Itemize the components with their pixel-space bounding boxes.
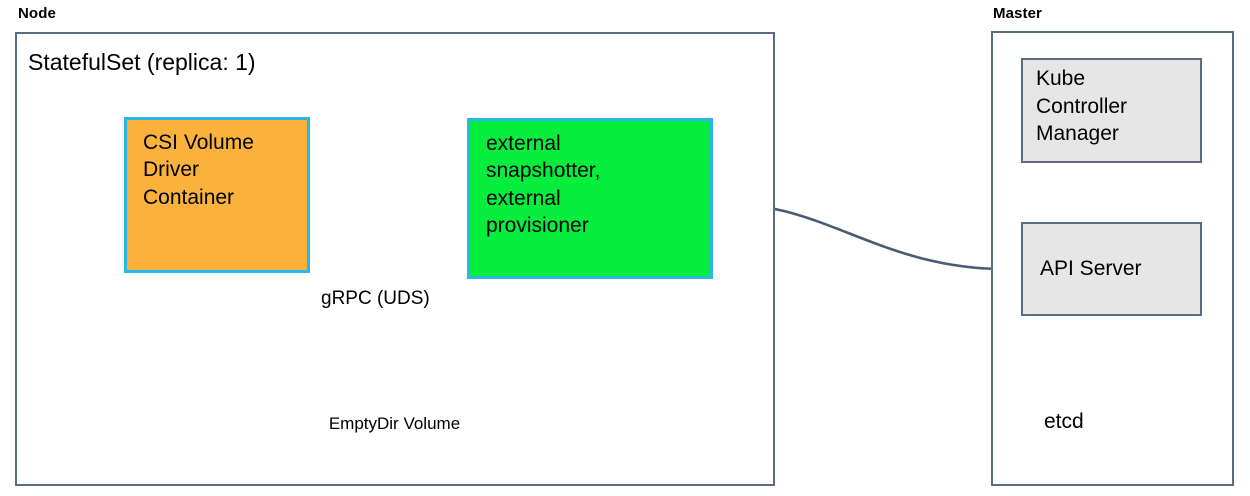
- external-sidecars-line-3: external: [486, 186, 561, 210]
- kube-controller-manager-box[interactable]: Kube Controller Manager: [1021, 58, 1202, 163]
- csi-volume-driver-container-box[interactable]: CSI Volume Driver Container: [124, 117, 310, 273]
- statefulset-title: StatefulSet (replica: 1): [28, 49, 256, 75]
- etcd-label: etcd: [1044, 410, 1084, 433]
- master-group-label: Master: [993, 5, 1042, 22]
- kcm-line-1: Kube: [1036, 67, 1086, 90]
- etcd-cylinder[interactable]: etcd: [1018, 370, 1175, 453]
- csi-driver-line-3: Container: [143, 185, 235, 209]
- kcm-line-3: Manager: [1036, 122, 1119, 146]
- emptydir-volume-label: EmptyDir Volume: [328, 414, 461, 433]
- kcm-line-2: Controller: [1036, 94, 1128, 118]
- external-sidecars-line-4: provisioner: [486, 213, 589, 237]
- node-group-label: Node: [18, 5, 56, 22]
- emptydir-volume-cylinder[interactable]: EmptyDir Volume: [273, 370, 516, 453]
- external-sidecars-line-2: snapshotter,: [486, 159, 601, 183]
- csi-driver-line-2: Driver: [143, 158, 199, 182]
- api-server-label: API Server: [1040, 257, 1142, 281]
- csi-driver-line-1: CSI Volume: [143, 131, 254, 154]
- external-sidecars-line-1: external: [486, 132, 561, 155]
- grpc-uds-edge-label: gRPC (UDS): [321, 288, 430, 309]
- external-sidecars-box[interactable]: external snapshotter, external provision…: [467, 118, 713, 279]
- api-server-box[interactable]: API Server: [1021, 222, 1202, 316]
